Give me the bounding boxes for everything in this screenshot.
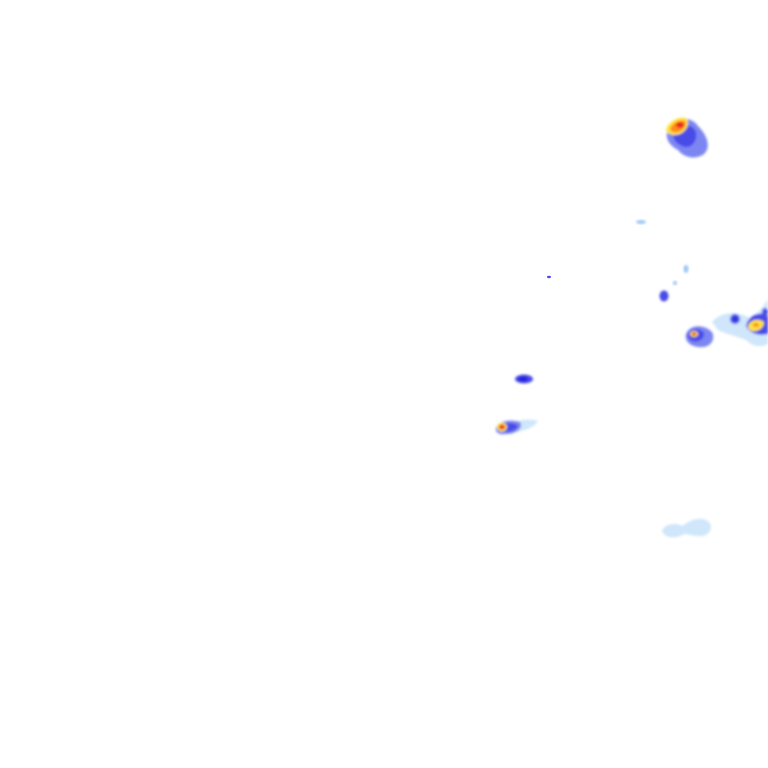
storm-cell-speck-2 bbox=[547, 275, 551, 279]
storm-cell-northeast bbox=[666, 117, 708, 158]
storm-cell-speck-4 bbox=[659, 290, 669, 302]
storm-cell-southeast-light bbox=[662, 518, 711, 538]
precip-extreme-core bbox=[676, 122, 684, 128]
storm-cell-central-small bbox=[515, 374, 533, 384]
storm-cell-speck-5 bbox=[673, 281, 677, 285]
storm-cell-central-west bbox=[495, 419, 538, 435]
precip-extreme-core bbox=[499, 424, 505, 430]
precip-heavy-core bbox=[518, 376, 528, 382]
precip-very-light-region bbox=[662, 518, 711, 538]
storm-cell-east-cluster bbox=[685, 298, 768, 348]
precip-extreme-core bbox=[692, 332, 696, 336]
precip-intense-core bbox=[753, 323, 759, 327]
precip-heavy-core bbox=[733, 317, 737, 321]
precip-moderate-region bbox=[762, 308, 768, 316]
precip-very-light-region bbox=[712, 298, 768, 347]
storm-cell-speck-1 bbox=[636, 220, 646, 224]
storm-cell-speck-3 bbox=[683, 265, 689, 273]
